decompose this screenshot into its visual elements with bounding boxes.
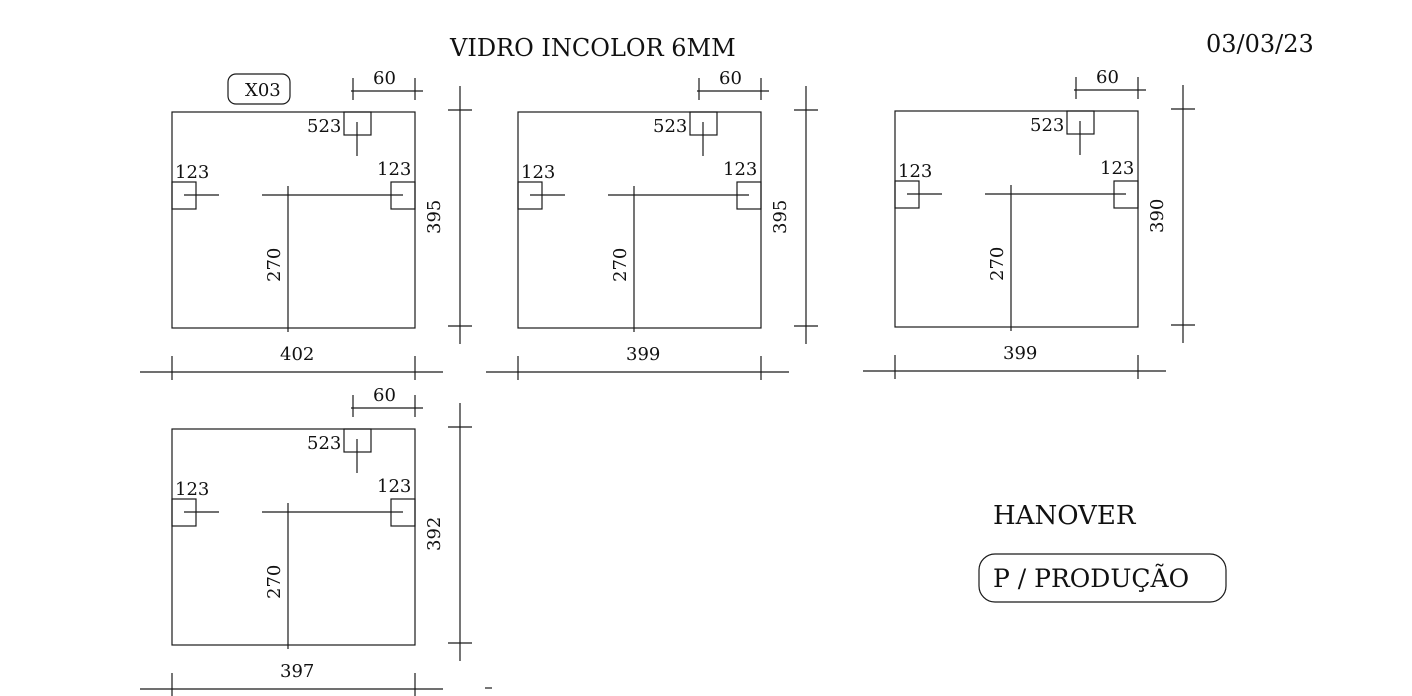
mid-height-label: 270 (987, 247, 1008, 281)
top-notch-label: 523 (1030, 115, 1064, 136)
left-notch-label: 123 (898, 161, 932, 182)
mid-height-label: 270 (264, 248, 285, 282)
left-notch-label: 123 (175, 479, 209, 500)
right-notch-label: 123 (377, 476, 411, 497)
client-name: HANOVER (993, 501, 1137, 531)
top-notch-label: 523 (653, 116, 687, 137)
width-label: 397 (280, 661, 314, 682)
width-label: 402 (280, 344, 314, 365)
panel-outline (171, 111, 416, 329)
mid-height-label: 270 (610, 248, 631, 282)
stamp-box (978, 553, 1227, 603)
height-label: 392 (424, 517, 445, 551)
panel-3: 60 523 123 123 270 390 399 (863, 67, 1195, 379)
width-label: 399 (626, 344, 660, 365)
stamp-text: P / PRODUÇÃO (993, 564, 1189, 593)
panel-2: 60 523 123 123 270 395 399 (486, 68, 818, 380)
top-offset-label: 60 (373, 68, 396, 89)
left-notch-label: 123 (521, 162, 555, 183)
height-label: 395 (770, 200, 791, 234)
top-offset-label: 60 (373, 385, 396, 406)
panel-4: 60 523 123 123 270 392 397 (140, 385, 472, 696)
top-offset-label: 60 (1096, 67, 1119, 88)
top-offset-label: 60 (719, 68, 742, 89)
right-notch-label: 123 (377, 159, 411, 180)
panel-outline (894, 110, 1139, 328)
top-notch-label: 523 (307, 116, 341, 137)
left-notch-label: 123 (175, 162, 209, 183)
panel-outline (517, 111, 762, 329)
width-label: 399 (1003, 343, 1037, 364)
glass-panels: 60 523 123 123 270 395 402 60 523 123 123 270 395 399… (140, 67, 1195, 696)
tag-label: X03 (245, 80, 281, 101)
panel-1: 60 523 123 123 270 395 402 (140, 68, 472, 380)
mid-height-label: 270 (264, 565, 285, 599)
title: VIDRO INCOLOR 6MM (449, 34, 736, 62)
height-label: 395 (424, 200, 445, 234)
date: 03/03/23 (1206, 30, 1314, 58)
top-notch-label: 523 (307, 433, 341, 454)
right-notch-label: 123 (723, 159, 757, 180)
right-notch-label: 123 (1100, 158, 1134, 179)
panel-outline (171, 428, 416, 646)
tag-box (227, 73, 291, 105)
height-label: 390 (1147, 199, 1168, 233)
